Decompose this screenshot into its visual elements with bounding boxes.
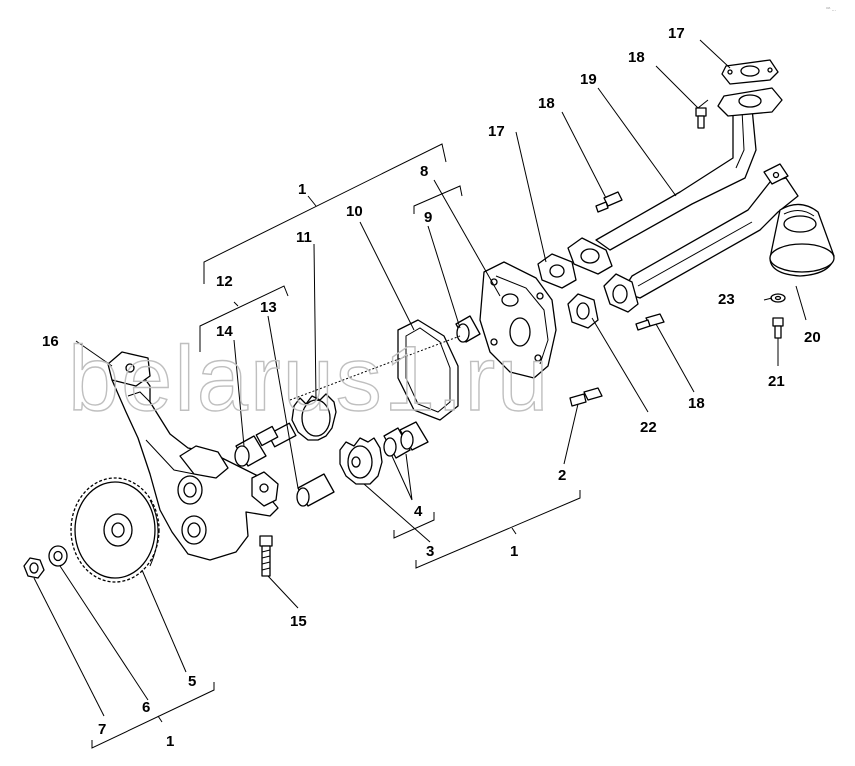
callout-17-middle: 17	[488, 123, 505, 140]
suction-pipe	[595, 107, 799, 299]
callout-13: 13	[260, 299, 277, 316]
callout-8: 8	[420, 163, 428, 180]
callout-16: 16	[42, 333, 59, 350]
drive-gear-11	[255, 393, 337, 448]
group-bracket-1-top	[203, 143, 447, 284]
gasket-22	[567, 293, 599, 329]
bolt-18-lower	[635, 313, 665, 331]
washer-23	[770, 293, 786, 303]
callout-3: 3	[426, 543, 434, 560]
bolt-18-middle	[595, 191, 623, 213]
washer-6	[48, 545, 68, 567]
bolt-18-top	[695, 107, 707, 129]
callout-1-bottom: 1	[510, 543, 518, 560]
pump-cover	[479, 261, 557, 379]
callout-14: 14	[216, 323, 233, 340]
watermark: belarus1.ru	[68, 328, 550, 430]
corner-mark: °^ ...	[826, 7, 836, 13]
pipe-flange-lower	[603, 273, 639, 313]
callout-9: 9	[424, 209, 432, 226]
group-bracket-12	[199, 285, 289, 352]
callout-12: 12	[216, 273, 233, 290]
top-pipe-flange	[717, 87, 783, 117]
callout-19: 19	[580, 71, 597, 88]
group-bracket-1-bottom	[415, 490, 581, 569]
oil-strainer	[769, 203, 835, 277]
pipe-flange-upper	[567, 237, 613, 275]
callout-6: 6	[142, 699, 150, 716]
callout-1-left: 1	[166, 733, 174, 750]
pump-gasket-10	[397, 319, 459, 421]
top-gasket	[721, 59, 779, 85]
nut-7	[23, 557, 45, 579]
group-bracket-1-left	[91, 682, 215, 749]
callout-10: 10	[346, 203, 363, 220]
gasket-17	[537, 253, 577, 289]
callout-18-middle: 18	[538, 95, 555, 112]
callout-15: 15	[290, 613, 307, 630]
callout-numbers: 1 1 1 2 3 4 5 6 7 8 9 10 11 12 13 14 15 …	[42, 25, 821, 750]
callout-7: 7	[98, 721, 106, 738]
driven-gear-3	[339, 437, 383, 485]
callout-21: 21	[768, 373, 785, 390]
callout-5: 5	[188, 673, 196, 690]
callout-2: 2	[558, 467, 566, 484]
bushing-9	[455, 315, 481, 343]
callout-20: 20	[804, 329, 821, 346]
pump-drive-gear-5	[70, 477, 160, 583]
axle-13	[296, 473, 335, 507]
callout-1-top: 1	[298, 181, 306, 198]
bolt-2	[569, 387, 603, 407]
group-bracket-8	[413, 185, 463, 214]
bushings-4	[383, 421, 429, 459]
pump-body	[111, 367, 279, 561]
group-bracket-3	[393, 512, 435, 539]
callout-22: 22	[640, 419, 657, 436]
leader-lines	[33, 39, 807, 717]
callout-18-lower: 18	[688, 395, 705, 412]
callout-17-top: 17	[668, 25, 685, 42]
lock-plate-16	[107, 351, 151, 387]
bolt-21	[772, 317, 784, 339]
callout-11: 11	[296, 229, 312, 246]
callout-18-top: 18	[628, 49, 645, 66]
callout-23: 23	[718, 291, 735, 308]
callout-4: 4	[414, 503, 423, 520]
bolt-15	[259, 535, 273, 577]
